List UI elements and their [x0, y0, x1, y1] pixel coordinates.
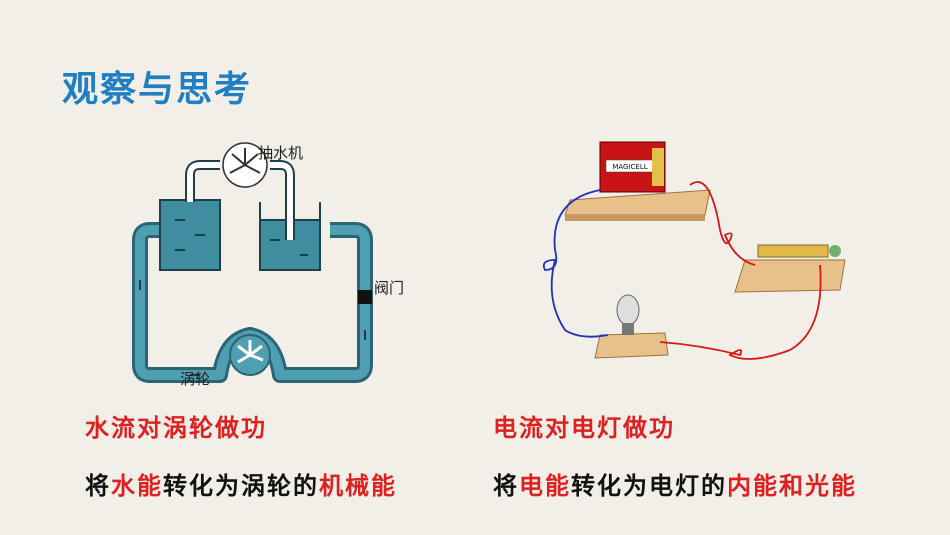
right-heading: 电流对电灯做功 — [493, 414, 675, 442]
right-sentence-part1: 将 — [493, 472, 519, 500]
rheostat — [757, 244, 829, 258]
left-sentence-highlight1: 水能 — [111, 472, 163, 500]
left-sentence-highlight2: 机械能 — [319, 472, 397, 500]
left-sentence-part3: 转化为涡轮的 — [163, 472, 319, 500]
left-sentence: 将水能转化为涡轮的机械能 — [85, 466, 397, 501]
right-sentence-highlight2: 内能和光能 — [727, 472, 857, 500]
red-wire-1 — [689, 181, 756, 266]
left-tank — [159, 199, 221, 271]
pump-label: 抽水机 — [258, 144, 304, 162]
page-title: 观察与思考 — [62, 69, 253, 110]
left-heading: 水流对涡轮做功 — [85, 414, 267, 442]
switch-board — [734, 259, 846, 293]
electric-circuit-diagram: MAGICELL — [542, 141, 846, 360]
turbine-label: 涡轮 — [180, 370, 211, 388]
red-wire-2 — [659, 264, 822, 360]
bulb — [616, 294, 640, 326]
blue-wire — [542, 189, 609, 338]
water-circuit-diagram — [132, 142, 373, 383]
right-sentence: 将电能转化为电灯的内能和光能 — [493, 466, 857, 501]
valve — [358, 290, 372, 304]
valve-label: 阀门 — [374, 279, 405, 297]
left-sentence-part1: 将 — [85, 472, 111, 500]
right-sentence-part3: 转化为电灯的 — [571, 472, 727, 500]
battery-brand-text: MAGICELL — [612, 163, 647, 171]
right-sentence-highlight1: 电能 — [519, 472, 571, 500]
bulb-board — [594, 332, 669, 359]
